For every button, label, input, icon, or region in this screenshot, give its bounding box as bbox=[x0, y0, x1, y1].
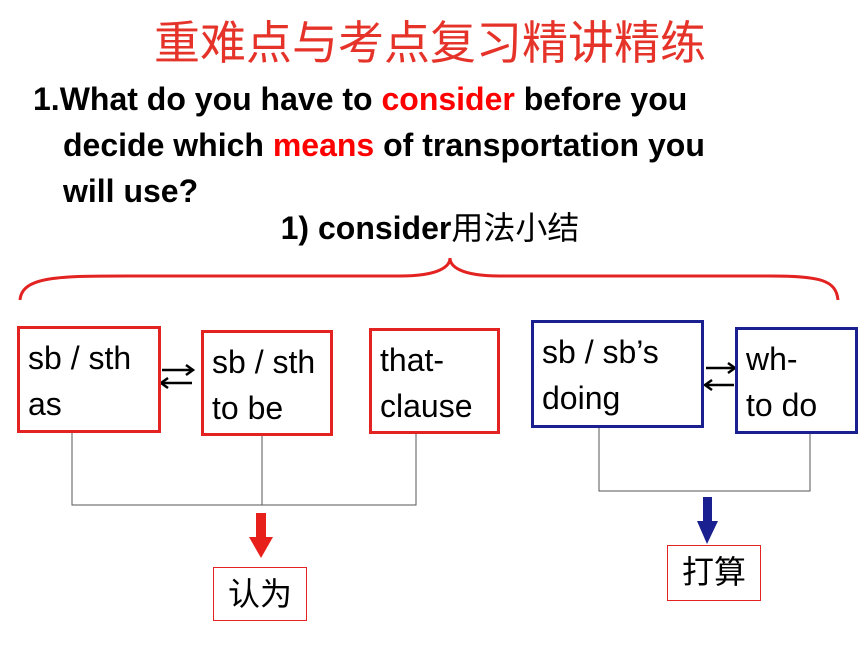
left-connector-lines bbox=[71, 432, 417, 506]
meaning-consider-as: 认为 bbox=[213, 567, 307, 621]
blue-down-arrow-icon bbox=[697, 497, 718, 544]
subtitle-english: 1) consider bbox=[280, 210, 452, 246]
box-line: that- bbox=[380, 342, 445, 378]
meaning-plan: 打算 bbox=[667, 545, 761, 601]
left-swap-arrows-icon bbox=[158, 363, 196, 390]
red-down-arrow-icon bbox=[249, 513, 273, 558]
box-sb-sbs-doing: sb / sb’s doing bbox=[531, 320, 704, 428]
highlight-means: means bbox=[272, 127, 375, 163]
box-wh-to-do: wh- to do bbox=[735, 327, 858, 434]
box-that-clause: that- clause bbox=[369, 328, 500, 434]
box-line: sb / sth bbox=[212, 344, 316, 380]
curly-brace bbox=[18, 257, 840, 301]
box-line: to do bbox=[746, 387, 818, 423]
question-line3: will use? bbox=[63, 173, 199, 209]
question-part4: of transportation you bbox=[374, 127, 705, 163]
question-line2: decide which means of transportation you bbox=[33, 122, 843, 168]
question-number: 1. bbox=[33, 81, 60, 117]
box-line: to be bbox=[212, 390, 284, 426]
page-title: 重难点与考点复习精讲精练 bbox=[154, 16, 706, 70]
box-line: as bbox=[28, 386, 62, 422]
right-swap-arrows-icon bbox=[702, 361, 738, 392]
subtitle-chinese: 用法小结 bbox=[451, 209, 580, 247]
box-line: doing bbox=[542, 380, 621, 416]
question-part3: decide which bbox=[63, 127, 273, 163]
box-sb-sth-to-be: sb / sth to be bbox=[201, 330, 333, 436]
right-connector-lines bbox=[598, 427, 811, 492]
box-line: clause bbox=[380, 388, 473, 424]
box-line: wh- bbox=[746, 341, 798, 377]
highlight-consider: consider bbox=[381, 81, 515, 117]
box-line: sb / sth bbox=[28, 340, 132, 376]
box-sb-sth-as: sb / sth as bbox=[17, 326, 161, 433]
question-part1: What do you have to bbox=[59, 81, 382, 117]
question-part2: before you bbox=[514, 81, 688, 117]
question-text: 1.What do you have to consider before yo… bbox=[33, 76, 843, 214]
section-subtitle: 1) consider用法小结 bbox=[0, 205, 860, 251]
box-line: sb / sb’s bbox=[542, 334, 659, 370]
